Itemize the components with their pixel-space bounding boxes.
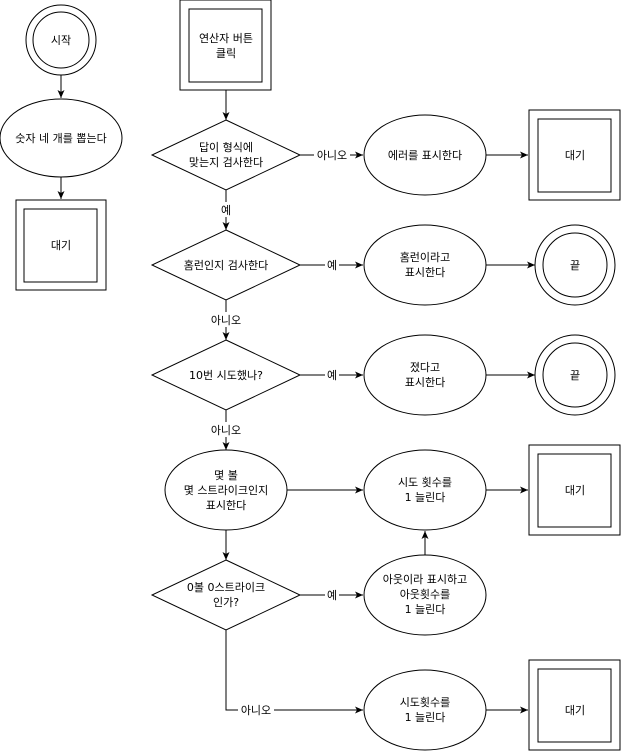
check-out-label-2: 인가? (213, 596, 239, 609)
show-lost-label-2: 표시한다 (405, 376, 445, 389)
wait-left-node: 대기 (15, 199, 107, 291)
pick-numbers-label: 숫자 네 개를 뽑는다 (15, 132, 106, 145)
check-out-label-1: 0볼 0스트라이크 (187, 581, 265, 594)
check-ten-tries-label: 10번 시도했나? (189, 369, 263, 382)
label-out-yes: 예 (327, 589, 337, 602)
check-homerun-node: 홈런인지 검사한다 (150, 229, 302, 301)
click-label-2: 클릭 (216, 47, 236, 60)
increment-try-label-2: 1 늘린다 (405, 491, 446, 504)
show-result-label-2: 몇 스트라이크인지 (184, 484, 268, 497)
show-result-label-1: 몇 볼 (214, 469, 238, 482)
check-out-node: 0볼 0스트라이크 인가? (150, 559, 302, 631)
increment-try2-label-2: 1 늘린다 (405, 711, 446, 724)
increment-try2-label-1: 시도횟수를 (400, 696, 451, 709)
show-result-node: 몇 볼 몇 스트라이크인지 표시한다 (164, 449, 288, 531)
wait-error-node: 대기 (528, 109, 621, 201)
show-lost-label-1: 졌다고 (410, 361, 440, 374)
show-out-label-1: 아웃이라 표시하고 (383, 572, 467, 586)
end-homerun-node: 끝 (534, 224, 616, 306)
show-homerun-label-2: 표시한다 (405, 266, 445, 279)
show-homerun-label-1: 홈런이라고 (400, 250, 451, 264)
check-homerun-label: 홈런인지 검사한다 (184, 258, 268, 272)
check-format-label-2: 맞는지 검사한다 (189, 156, 263, 169)
edge-out-no (225, 630, 363, 714)
label-homerun-no: 아니오 (211, 314, 241, 327)
wait-left-label: 대기 (51, 239, 71, 252)
check-ten-tries-node: 10번 시도했나? (150, 339, 302, 411)
wait-result-node: 대기 (528, 444, 621, 536)
show-out-label-3: 1 늘린다 (405, 603, 446, 616)
end-lost-node: 끝 (534, 334, 616, 416)
show-out-node: 아웃이라 표시하고 아웃횟수를 1 늘린다 (363, 554, 487, 636)
edge-labels: 아니오 예 예 아니오 예 아니오 예 아니오 (208, 147, 350, 717)
wait-error-label: 대기 (565, 149, 585, 162)
label-format-no: 아니오 (317, 149, 347, 162)
label-ten-yes: 예 (327, 369, 337, 382)
label-ten-no: 아니오 (211, 424, 241, 437)
start-label: 시작 (51, 34, 71, 47)
check-format-label-1: 답이 형식에 (199, 141, 253, 154)
show-error-label: 에러를 표시한다 (388, 149, 462, 162)
end-lost-label: 끝 (570, 369, 580, 382)
check-format-node: 답이 형식에 맞는지 검사한다 (150, 119, 302, 191)
show-lost-node: 졌다고 표시한다 (363, 334, 487, 416)
show-error-node: 에러를 표시한다 (363, 114, 487, 196)
end-homerun-label: 끝 (570, 259, 580, 272)
start-node: 시작 (25, 4, 97, 76)
increment-try-label-1: 시도 횟수를 (398, 476, 452, 489)
show-out-label-2: 아웃횟수를 (400, 588, 451, 601)
increment-try2-node: 시도횟수를 1 늘린다 (363, 669, 487, 751)
show-result-label-3: 표시한다 (206, 499, 246, 512)
click-operator-node: 연산자 버튼 클릭 (179, 0, 272, 91)
label-homerun-yes: 예 (327, 259, 337, 272)
wait-bottom-node: 대기 (528, 659, 621, 751)
label-format-yes: 예 (221, 204, 231, 217)
wait-result-label: 대기 (565, 484, 585, 497)
pick-numbers-node: 숫자 네 개를 뽑는다 (0, 98, 123, 178)
label-out-no: 아니오 (241, 704, 271, 717)
click-label-1: 연산자 버튼 (199, 32, 253, 45)
show-homerun-node: 홈런이라고 표시한다 (363, 224, 487, 306)
increment-try-node: 시도 횟수를 1 늘린다 (363, 449, 487, 531)
wait-bottom-label: 대기 (565, 704, 585, 717)
